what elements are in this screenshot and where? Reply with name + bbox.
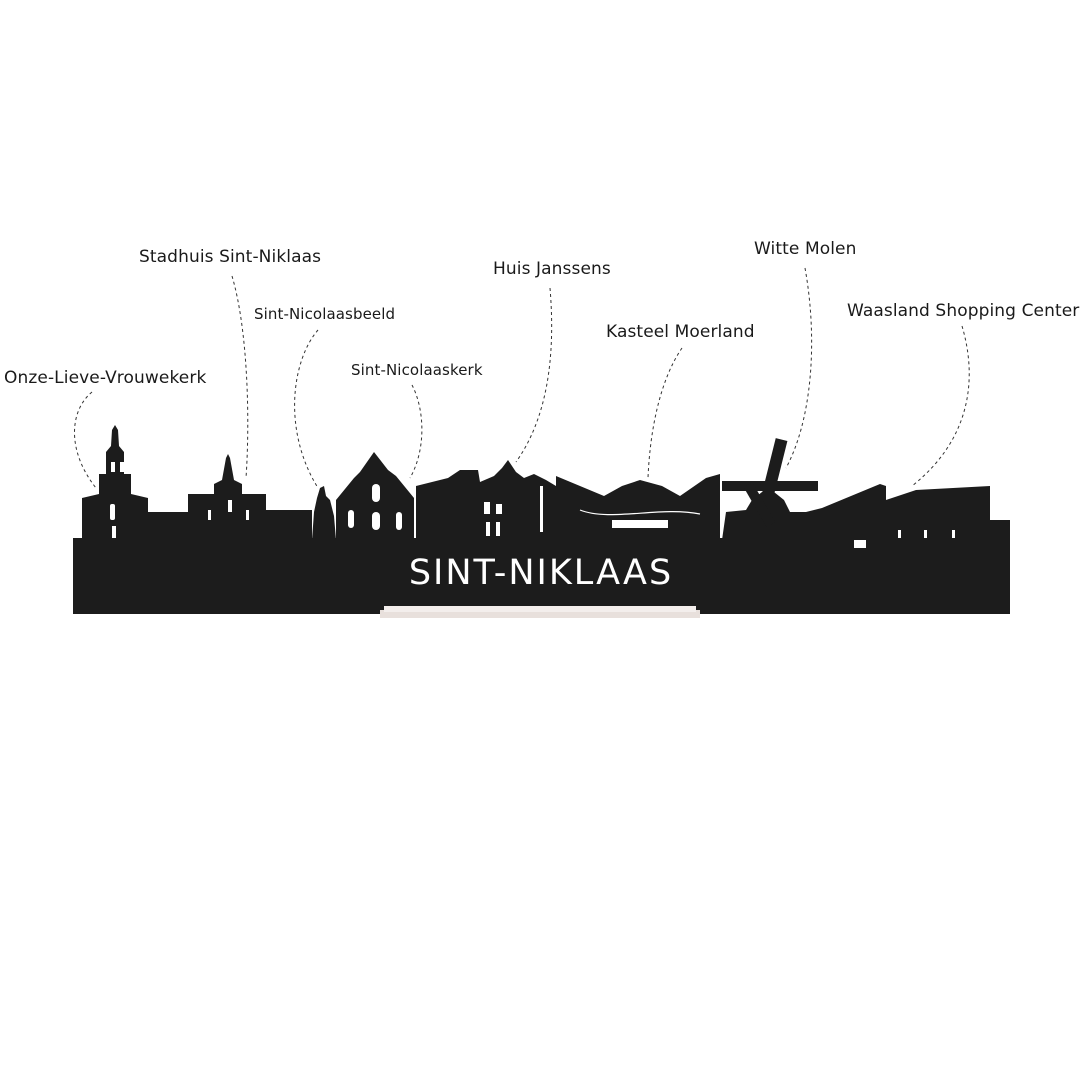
leader-stadhuis — [231, 275, 249, 479]
label-huis-janssens: Huis Janssens — [493, 259, 611, 279]
leader-huis-janssens — [515, 287, 553, 463]
label-sint-nicolaasbeeld: Sint-Nicolaasbeeld — [254, 305, 396, 323]
stadhuis-shape — [188, 454, 266, 540]
leader-onze-lieve-vrouwekerk — [74, 391, 97, 489]
label-sint-nicolaaskerk: Sint-Nicolaaskerk — [351, 361, 483, 379]
city-name: SINT-NIKLAAS — [409, 553, 673, 593]
windmill-shape — [722, 438, 822, 540]
leader-witte-molen — [785, 267, 813, 469]
label-stadhuis: Stadhuis Sint-Niklaas — [139, 247, 322, 267]
church-tower-shape — [82, 425, 148, 540]
huis-janssens-shape — [416, 460, 556, 540]
leader-sint-nicolaasbeeld — [294, 329, 319, 489]
label-waasland: Waasland Shopping Center — [847, 301, 1080, 321]
leader-lines — [74, 267, 970, 489]
leader-waasland — [911, 325, 970, 487]
stand-base — [380, 610, 700, 618]
label-witte-molen: Witte Molen — [754, 239, 857, 259]
leader-kasteel-moerland — [647, 347, 683, 479]
base-plate — [73, 538, 1010, 614]
window-cutouts — [110, 462, 955, 548]
statue-shape — [312, 486, 336, 540]
stand-top — [384, 606, 696, 612]
skyline-silhouette — [73, 425, 1010, 614]
leader-sint-nicolaaskerk — [409, 384, 423, 479]
label-onze-lieve-vrouwekerk: Onze-Lieve-Vrouwekerk — [4, 368, 207, 388]
kasteel-moerland-shape — [556, 474, 720, 540]
waasland-shape — [822, 484, 990, 540]
label-kasteel-moerland: Kasteel Moerland — [606, 322, 755, 342]
castle-curves — [579, 509, 701, 516]
